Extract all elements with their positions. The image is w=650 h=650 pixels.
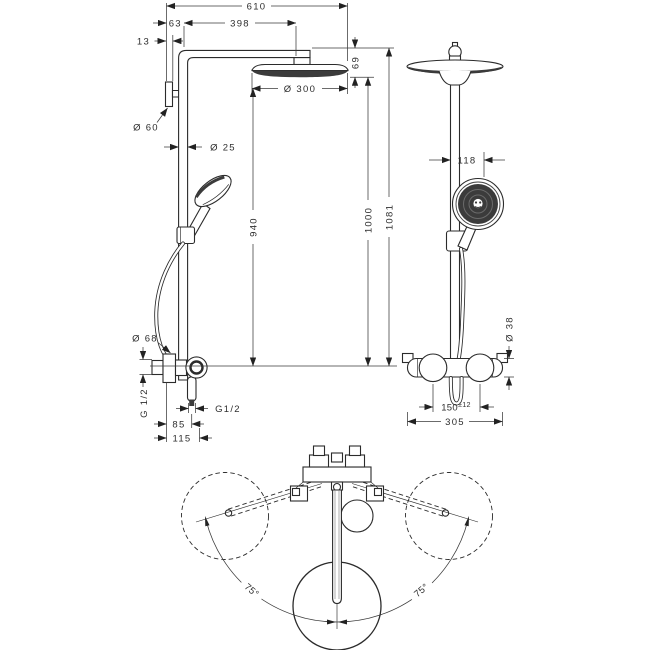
- thermostat-front: [401, 352, 509, 383]
- inlet-thread-label: G 1/2: [139, 388, 150, 418]
- dim-height-total: 1081: [383, 47, 396, 367]
- dim-head-dia-label: Ø 300: [284, 84, 316, 95]
- overhead-shower-front-edge: [407, 66, 503, 74]
- dim-pipe-offset-label: 115: [172, 433, 191, 444]
- dim-outlet-offset-label: 85: [172, 419, 185, 430]
- dim-outlet-thread: G1/2: [176, 404, 241, 415]
- arc-arrow-left: [205, 516, 210, 527]
- dim-inlet-thread: G 1/2: [139, 347, 150, 418]
- dim-pipe-dia: Ø 25: [164, 142, 236, 153]
- dim-handshower-dia-label: 118: [457, 155, 476, 166]
- swivel-arc-right: [336, 519, 469, 623]
- dim-head-height: 69: [349, 37, 362, 88]
- dim-valve-width: 305: [407, 412, 503, 428]
- dim-valve-body-dia-label: Ø 38: [505, 316, 516, 342]
- slider-bracket-side: [176, 226, 196, 245]
- thermostat-plan: [289, 445, 385, 502]
- dim-wall-offset-label: 63: [169, 18, 182, 29]
- dim-connection-spacing-label: 150±12: [441, 400, 471, 413]
- thermostat-knob-right: [465, 353, 495, 383]
- handshower-head-side: [194, 174, 232, 208]
- dim-valve-body-dia: Ø 38: [504, 316, 516, 390]
- dim-head-dia: Ø 300: [251, 83, 348, 95]
- handshower-head-front: [451, 177, 505, 231]
- dim-height-handshower-label: 940: [249, 217, 260, 237]
- head-joint-cover: [438, 70, 472, 86]
- dim-arm-length-label: 398: [230, 18, 250, 29]
- thermostat-knob-left: [418, 353, 448, 383]
- dim-pipe-offset: 115: [154, 433, 212, 444]
- valve-side: [151, 353, 208, 406]
- dim-bracket-depth: 13: [137, 36, 183, 47]
- dim-total-reach-label: 610: [247, 1, 267, 12]
- front-view: 118 Ø 38 150±12 305: [401, 41, 516, 428]
- dim-height-head-bottom-label: 1000: [364, 207, 375, 233]
- outlet-thread-label: G1/2: [215, 404, 241, 415]
- dim-arm-length: 398: [183, 18, 297, 29]
- dim-connection-spacing: 150±12: [419, 384, 494, 413]
- arm-plan: [332, 489, 342, 605]
- head-connector: [293, 57, 311, 66]
- dim-head-height-label: 69: [351, 56, 362, 69]
- arc-arrow-bottom-left: [327, 619, 336, 625]
- dim-valve-width-label: 305: [445, 417, 465, 428]
- swivel-circle-left: [181, 472, 269, 560]
- dim-outlet-offset: 85: [154, 419, 204, 430]
- side-view: 610 63 398 13 Ø 60 Ø 25: [132, 1, 397, 444]
- dim-handshower-dia: 118: [429, 152, 505, 177]
- dim-wall-offset: 63: [153, 18, 182, 29]
- dim-valve-dia: Ø 68: [132, 334, 171, 354]
- dim-height-handshower: 940: [247, 88, 260, 367]
- dim-bracket-dia-label: Ø 60: [133, 123, 159, 134]
- dim-height-head-bottom: 1000: [362, 76, 375, 367]
- overhead-shower-face: [252, 70, 348, 78]
- dim-total-reach: 610: [166, 1, 348, 12]
- top-view: 75° 75°: [181, 445, 493, 650]
- dim-valve-dia-label: Ø 68: [132, 334, 158, 345]
- dim-bracket-dia: Ø 60: [133, 107, 168, 134]
- arc-arrow-bottom-right: [338, 619, 347, 625]
- dim-bracket-depth-label: 13: [137, 36, 150, 47]
- dim-swivel-right: 75°: [406, 576, 436, 604]
- overhead-shower-side: [251, 63, 349, 72]
- wall-bracket-plate: [164, 81, 174, 108]
- swivel-circle-right: [405, 472, 493, 560]
- swivel-arc-left: [205, 519, 338, 623]
- dim-height-total-label: 1081: [385, 204, 396, 230]
- arc-arrow-right: [464, 516, 469, 527]
- handshower-holder-plan: [340, 499, 374, 533]
- dim-pipe-dia-label: Ø 25: [210, 142, 236, 153]
